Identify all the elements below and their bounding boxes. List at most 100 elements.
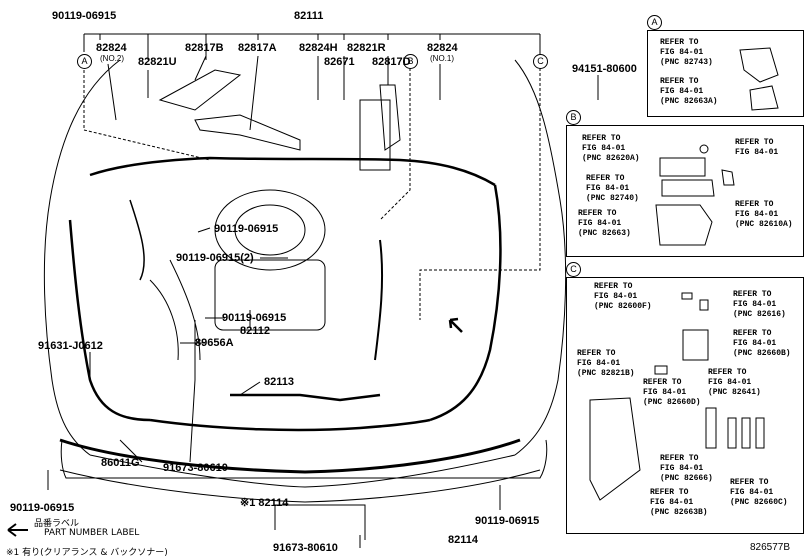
label-91673-80610-a: 91673-80610 [163, 462, 228, 474]
label-82824-no2-sub: (NO.2) [100, 54, 124, 63]
legend-arrow [7, 523, 28, 537]
label-82114-b: 82114 [448, 534, 478, 546]
diagram-code: 826577B [750, 542, 791, 553]
label-82113: 82113 [264, 376, 294, 388]
harness-bottom [149, 418, 431, 432]
leader-82113 [239, 381, 261, 396]
leader-a-dashed [83, 65, 211, 161]
ref-82743: REFER TO FIG 84-01 (PNC 82743) [660, 38, 713, 67]
label-91631-j0612: 91631-J0612 [38, 340, 103, 352]
engine-fan-inner [234, 204, 306, 256]
harness-bumper [59, 438, 521, 474]
label-82671: 82671 [324, 56, 355, 68]
harness-82113 [230, 393, 381, 402]
part-82663 [655, 204, 713, 246]
label-82114-star: ※1 82114 [240, 497, 289, 509]
ref-82740: REFER TO FIG 84-01 (PNC 82740) [586, 174, 639, 203]
label-90119-06915-bl: 90119-06915 [10, 502, 75, 514]
detail-box-a [647, 30, 804, 117]
ref-82663: REFER TO FIG 84-01 (PNC 82663) [578, 209, 631, 238]
part-82660d [705, 407, 717, 449]
part-82821b [654, 365, 668, 375]
leader-86011g [119, 439, 143, 463]
callout-b-marker: B [403, 54, 418, 69]
harness-branch-left [129, 199, 145, 281]
fuse-box-upper [359, 99, 391, 171]
label-82824h: 82824H [299, 42, 338, 54]
ref-82660b: REFER TO FIG 84-01 (PNC 82660B) [733, 329, 791, 358]
label-82821r: 82821R [347, 42, 386, 54]
part-82663b-box [589, 397, 641, 501]
label-82817d: 82817D [372, 56, 411, 68]
ref-82616: REFER TO FIG 84-01 (PNC 82616) [733, 290, 786, 319]
bumper-outline [59, 469, 541, 503]
label-89656a: 89656A [195, 337, 234, 349]
body-outline-bottom [89, 454, 516, 488]
callout-c-marker: C [533, 54, 548, 69]
label-90119-06915-top: 90119-06915 [52, 10, 117, 22]
detail-b-marker: B [566, 110, 581, 125]
leader-82114-star [274, 504, 366, 540]
part-82817b [158, 69, 242, 111]
detail-a-marker: A [647, 15, 662, 30]
leader-b-dashed [379, 68, 411, 221]
body-outline-right [514, 59, 567, 456]
arrow-indicator [448, 317, 463, 333]
part-82641-b [741, 417, 751, 449]
legend-label-en: PART NUMBER LABEL [44, 528, 140, 538]
part-82817a [194, 114, 301, 151]
intake-hose-2 [149, 279, 179, 361]
engine-fan-shroud [214, 189, 326, 271]
ref-82660d: REFER TO FIG 84-01 (PNC 82660D) [643, 378, 701, 407]
label-82817b: 82817B [185, 42, 224, 54]
label-82824-no2: 82824 [96, 42, 127, 54]
part-82740 [661, 179, 715, 197]
harness-top [89, 156, 496, 187]
leaders-top-parts [107, 55, 441, 131]
part-82620a [659, 157, 706, 177]
label-86011g: 86011G [101, 457, 140, 469]
ref-82663b: REFER TO FIG 84-01 (PNC 82663B) [650, 488, 708, 517]
legend-footnote: ※1 有り(クリアランス & バックソナー) [6, 548, 168, 558]
part-82743 [739, 47, 779, 83]
label-90119-06915-low: 90119-06915 [222, 312, 287, 324]
ref-82641: REFER TO FIG 84-01 (PNC 82641) [708, 368, 761, 397]
label-94151-80600: 94151-80600 [572, 63, 637, 75]
harness-left [68, 219, 151, 422]
part-82660c [755, 417, 765, 449]
part-b-clip [699, 144, 709, 154]
label-82824-no1-sub: (NO.1) [430, 54, 454, 63]
leader-91673-a [189, 320, 196, 463]
part-82610a [721, 169, 735, 186]
leader-82111-ticks [83, 34, 541, 60]
harness-right [429, 184, 502, 422]
label-91673-80610-b: 91673-80610 [273, 542, 338, 554]
ref-b-clip: REFER TO FIG 84-01 [735, 138, 779, 157]
intake-hose [169, 259, 201, 361]
ref-82821b: REFER TO FIG 84-01 (PNC 82821B) [577, 349, 635, 378]
label-82821u: 82821U [138, 56, 177, 68]
label-82824-no1: 82824 [427, 42, 458, 54]
ref-82620a: REFER TO FIG 84-01 (PNC 82620A) [582, 134, 640, 163]
part-82641-a [727, 417, 737, 449]
leader-90119-mid [197, 227, 211, 233]
harness-center [374, 239, 384, 361]
part-82663a [749, 85, 779, 111]
body-outline-left [43, 59, 121, 456]
label-82817a: 82817A [238, 42, 277, 54]
label-90119-06915-mid: 90119-06915 [214, 223, 279, 235]
ref-82663a: REFER TO FIG 84-01 (PNC 82663A) [660, 77, 718, 106]
ref-82660c: REFER TO FIG 84-01 (PNC 82660C) [730, 478, 788, 507]
ref-82610a: REFER TO FIG 84-01 (PNC 82610A) [735, 200, 793, 229]
legend-label-jp: 品番ラベル [34, 519, 80, 529]
ref-82666: REFER TO FIG 84-01 (PNC 82666) [660, 454, 713, 483]
detail-box-b [566, 125, 804, 257]
part-82660b [682, 329, 709, 361]
label-90119-06915-2: 90119-06915(2) [176, 252, 254, 264]
part-82817d [379, 84, 401, 151]
engine-block [214, 259, 326, 331]
leader-c-dashed [419, 68, 541, 320]
label-82111: 82111 [294, 10, 324, 22]
